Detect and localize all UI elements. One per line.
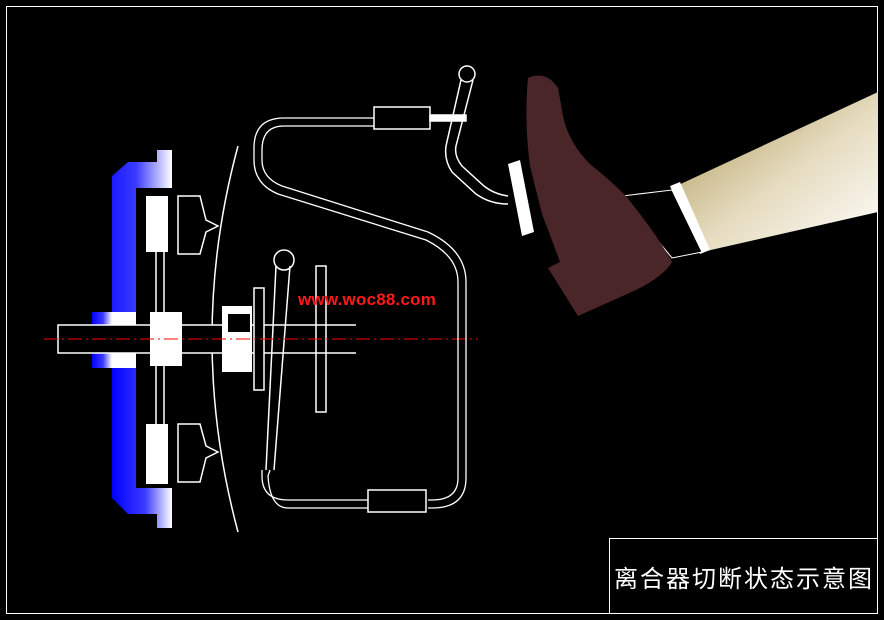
watermark-text: www.woc88.com (298, 290, 437, 309)
drawing-frame (6, 6, 878, 614)
pedal-pad (508, 160, 534, 236)
pressure-plate (146, 196, 168, 484)
hydraulic-line (253, 117, 467, 509)
driver-shoe (526, 75, 672, 317)
title-block: 离合器切断状态示意图 (609, 538, 878, 614)
driver-leg (621, 92, 878, 259)
diagram-title: 离合器切断状态示意图 (614, 565, 874, 593)
slave-cylinder (367, 489, 427, 513)
release-fork (253, 249, 295, 471)
pedal-lever (444, 65, 509, 205)
master-cylinder (373, 106, 467, 130)
